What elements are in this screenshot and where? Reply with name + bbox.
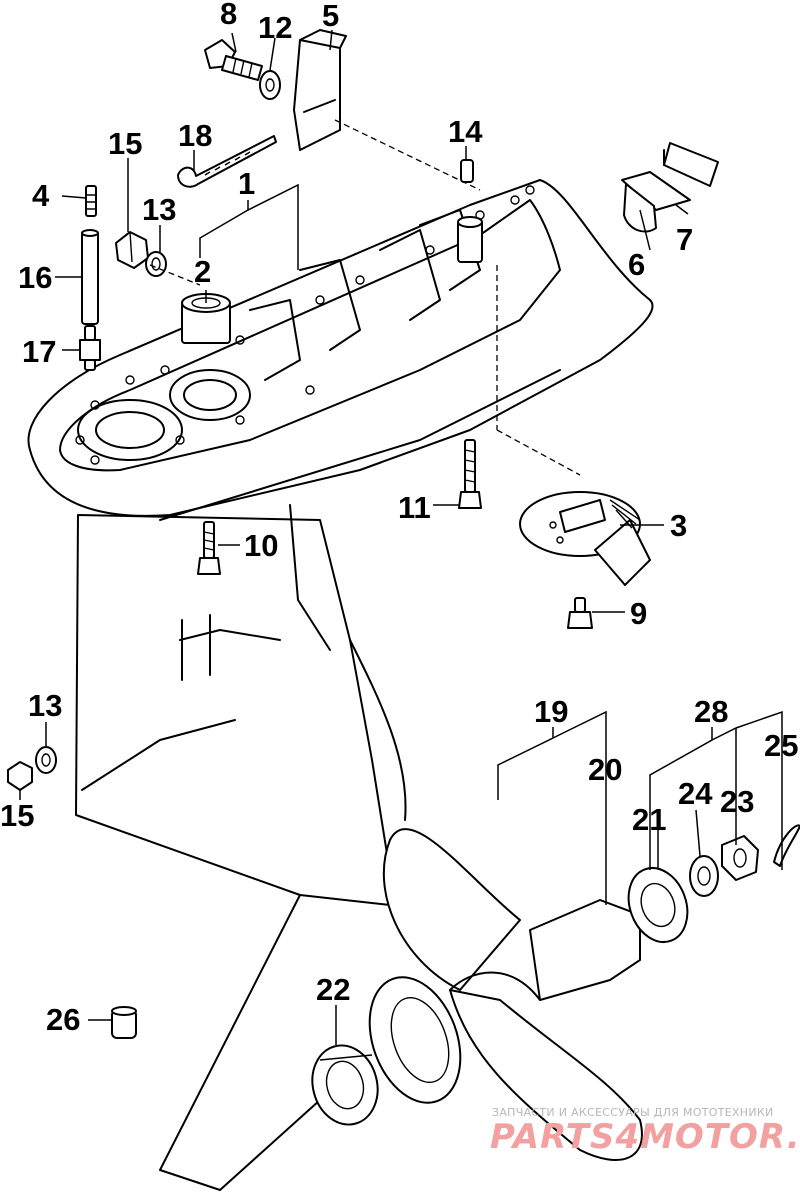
cotter-pin-25 [773, 824, 800, 867]
label-3: 3 [670, 508, 687, 543]
label-15-left: 15 [0, 798, 34, 833]
label-24: 24 [678, 776, 713, 811]
washer-13-left [35, 746, 57, 774]
label-15-top: 15 [108, 126, 142, 161]
spacer-22 [311, 1044, 379, 1126]
washer-12 [259, 70, 281, 100]
drain-plug-15-top [115, 231, 149, 269]
label-23: 23 [720, 784, 754, 819]
bolt-9 [567, 597, 593, 629]
dowel-pin-14 [460, 159, 474, 183]
label-14: 14 [448, 114, 483, 149]
bushing-stud [457, 216, 483, 263]
cable-tie-18 [177, 135, 277, 188]
label-22: 22 [316, 972, 350, 1007]
water-tube-16 [81, 229, 99, 325]
label-19: 19 [534, 694, 568, 729]
label-25: 25 [764, 728, 798, 763]
gear-case-housing [27, 179, 654, 1191]
propeller [368, 828, 643, 1161]
cover-6 [621, 171, 691, 233]
label-28: 28 [694, 694, 728, 729]
label-20: 20 [588, 752, 622, 787]
trim-tab-3 [519, 491, 651, 586]
label-13-left: 13 [28, 688, 62, 723]
label-10: 10 [244, 528, 278, 563]
watermark-caption: ЗАПЧАСТИ И АКСЕССУАРЫ ДЛЯ МОТОТЕХНИКИ [492, 1106, 774, 1119]
label-21: 21 [632, 802, 666, 837]
drain-plug-15-left [7, 761, 33, 791]
bushing [181, 293, 231, 344]
bolt-11 [458, 439, 482, 509]
label-26: 26 [46, 1002, 80, 1037]
alignment-lines [149, 119, 581, 476]
nut-23 [721, 835, 759, 881]
label-9: 9 [630, 596, 647, 631]
leader-lines [19, 29, 783, 1045]
label-4: 4 [32, 178, 50, 213]
anode [293, 29, 347, 151]
bolt-10 [197, 521, 221, 575]
watermark-brand: PARTS4MOTOR.RU [490, 1117, 800, 1157]
label-8: 8 [220, 0, 237, 31]
label-2: 2 [194, 254, 211, 289]
washer-24 [689, 855, 719, 897]
label-5: 5 [322, 0, 339, 33]
callout-labels: 8 12 5 14 15 18 4 13 1 6 7 16 2 17 11 3 … [0, 0, 798, 1037]
label-12: 12 [258, 10, 292, 45]
watermark: ЗАПЧАСТИ И АКСЕССУАРЫ ДЛЯ МОТОТЕХНИКИ PA… [490, 1106, 800, 1157]
washer-13-top [145, 251, 167, 277]
label-17: 17 [22, 334, 56, 369]
label-18: 18 [178, 118, 212, 153]
label-16: 16 [18, 260, 52, 295]
thrust-washer-21 [627, 867, 689, 943]
label-1: 1 [238, 166, 255, 201]
label-6: 6 [628, 247, 645, 282]
plug-26 [111, 1006, 137, 1039]
grease-nipple-4 [85, 185, 97, 217]
fitting-17 [79, 325, 101, 371]
label-11: 11 [398, 490, 431, 525]
bolt-8 [204, 39, 263, 81]
label-13-top: 13 [142, 192, 176, 227]
label-7: 7 [676, 222, 693, 257]
plate-7 [663, 142, 719, 187]
